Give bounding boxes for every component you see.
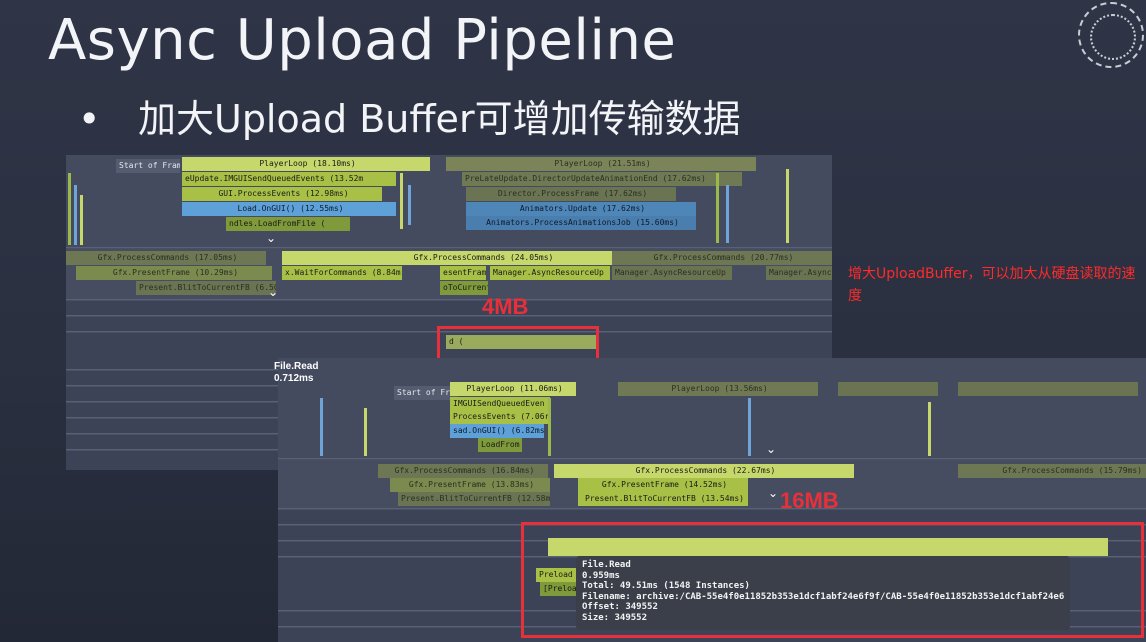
- pre-late-update-bar[interactable]: PreLateUpdate.DirectorUpdateAnimationEnd…: [462, 172, 742, 186]
- file-read-bar[interactable]: d (: [446, 335, 596, 349]
- frame-spike: [320, 398, 323, 456]
- tooltip-size: Size: 349552: [582, 612, 648, 623]
- player-loop-bar[interactable]: PlayerLoop (11.06ms): [450, 382, 576, 396]
- bullet-point: • 加大Upload Buffer可增加传输数据: [78, 88, 741, 143]
- player-loop-bar-2[interactable]: PlayerLoop (21.51ms): [446, 157, 756, 171]
- frame-spike: [928, 402, 931, 456]
- file-read-label: File.Read: [274, 361, 319, 372]
- tooltip-time: 0.959ms: [582, 570, 620, 581]
- frame-spike: [726, 185, 729, 243]
- frame-spike: [408, 185, 411, 225]
- frame-spike: [400, 173, 403, 229]
- wait-for-commands-bar[interactable]: x.WaitForCommands (8.84m: [282, 266, 402, 280]
- conference-logo-icon: [1078, 2, 1144, 68]
- frame-spike: [716, 173, 719, 243]
- expand-chevron-icon[interactable]: ⌄: [268, 285, 279, 299]
- expand-chevron-icon[interactable]: ⌄: [266, 231, 277, 245]
- sample-tooltip: File.Read 0.959ms Total: 49.51ms (1548 I…: [576, 556, 1070, 630]
- gfx-present-frame-bar[interactable]: Gfx.PresentFrame (13.83ms): [390, 478, 550, 492]
- present-frame-bar-2[interactable]: esentFrame (4: [440, 266, 486, 280]
- async-resource-upload-bar-2[interactable]: Manager.AsyncResourceUp: [612, 266, 732, 280]
- annotation-note: 增大UploadBuffer，可以加大从硬盘读取的速度: [848, 266, 1136, 304]
- label-4mb: 4MB: [482, 294, 529, 319]
- expand-chevron-icon[interactable]: ⌄: [766, 442, 777, 456]
- frame-spike: [364, 408, 367, 456]
- start-of-frame-marker[interactable]: Start of Frame: [394, 386, 458, 400]
- gfx-process-commands-bar[interactable]: Gfx.ProcessCommands (16.84ms): [378, 464, 548, 478]
- frame-spike: [74, 185, 77, 245]
- gui-process-events-bar[interactable]: GUI.ProcessEvents (12.98ms): [182, 187, 382, 201]
- frame-spike: [68, 173, 71, 245]
- load-ongui-bar[interactable]: sad.OnGUI() (6.82ms): [450, 424, 544, 438]
- tooltip-name: File.Read: [582, 560, 631, 570]
- load-ongui-bar[interactable]: Load.OnGUI() (12.55ms): [182, 202, 396, 216]
- gfx-process-commands-bar[interactable]: Gfx.ProcessCommands (17.05ms): [66, 251, 266, 265]
- expand-chevron-icon[interactable]: ⌄: [768, 486, 779, 500]
- worker-track: [66, 301, 832, 316]
- gui-process-events-bar[interactable]: ProcessEvents (7.06r: [450, 410, 550, 424]
- player-loop-bar[interactable]: PlayerLoop (18.10ms): [182, 157, 430, 171]
- gfx-process-commands-bar-2[interactable]: Gfx.ProcessCommands (22.67ms): [554, 464, 854, 478]
- slide-title: Async Upload Pipeline: [48, 8, 677, 73]
- tooltip-offset: Offset: 349552: [582, 602, 658, 612]
- animators-update-bar[interactable]: Animators.Update (17.62ms): [466, 202, 696, 216]
- preload-bar[interactable]: Preload A: [536, 568, 586, 582]
- bullet-text: 加大Upload Buffer可增加传输数据: [138, 97, 741, 141]
- async-resource-upload-bar-3[interactable]: Manager.AsyncRes: [766, 266, 832, 280]
- load-from-file-bar[interactable]: LoadFrom: [478, 438, 522, 452]
- highlight-box-16mb: [521, 522, 1144, 638]
- player-loop-bar-3[interactable]: [838, 382, 938, 396]
- gfx-present-frame-bar[interactable]: Gfx.PresentFrame (10.29ms): [76, 266, 272, 280]
- player-loop-bar-4[interactable]: [958, 382, 1138, 396]
- load-from-file-bar[interactable]: ndles.LoadFromFile (: [226, 217, 350, 231]
- present-blit-bar[interactable]: Present.BlitToCurrentFB (6.50: [136, 281, 276, 295]
- gfx-process-commands-bar-3[interactable]: Gfx.ProcessCommands (15.79ms): [958, 464, 1146, 478]
- frame-spike: [80, 195, 83, 245]
- main-thread-track: [278, 358, 1146, 459]
- gfx-process-commands-bar-2[interactable]: Gfx.ProcessCommands (24.05ms): [282, 251, 682, 265]
- present-blit-bar-2[interactable]: Present.BlitToCurrentFB (13.54ms): [578, 492, 748, 506]
- label-16mb: 16MB: [780, 488, 839, 513]
- frame-spike: [748, 398, 751, 456]
- director-process-frame-bar[interactable]: Director.ProcessFrame (17.62ms): [466, 187, 676, 201]
- tooltip-filename: Filename: archive:/CAB-55e4f0e11852b353e…: [582, 591, 1064, 602]
- present-blit-bar[interactable]: Present.BlitToCurrentFB (12.58ms): [398, 492, 550, 506]
- worker-track: [66, 317, 832, 332]
- preload-bar-2[interactable]: [Preloa: [540, 582, 576, 596]
- async-resource-upload-bar[interactable]: Manager.AsyncResourceUp: [490, 266, 610, 280]
- file-read-time: 0.712ms: [274, 373, 314, 384]
- player-loop-bar-2[interactable]: PlayerLoop (13.56ms): [618, 382, 818, 396]
- file-read-bar-large[interactable]: [548, 538, 1108, 556]
- frame-spike: [548, 398, 551, 456]
- file-read-readout: File.Read 0.712ms: [274, 361, 318, 385]
- blit-to-current-bar[interactable]: oToCurrent: [440, 281, 488, 295]
- frame-spike: [786, 169, 789, 243]
- imgui-send-events-bar[interactable]: IMGUISendQueuedEven: [450, 397, 550, 411]
- imgui-send-events-bar[interactable]: eUpdate.IMGUISendQueuedEvents (13.52m: [182, 172, 396, 186]
- gfx-process-commands-bar-3[interactable]: Gfx.ProcessCommands (20.77ms): [612, 251, 832, 265]
- bullet-dot-icon: •: [78, 97, 101, 141]
- gfx-present-frame-bar-2[interactable]: Gfx.PresentFrame (14.52ms): [578, 478, 748, 492]
- tooltip-total: Total: 49.51ms (1548 Instances): [582, 581, 750, 591]
- animators-process-bar[interactable]: Animators.ProcessAnimationsJob (15.60ms): [466, 216, 696, 230]
- start-of-frame-marker[interactable]: Start of Frame: [116, 159, 180, 173]
